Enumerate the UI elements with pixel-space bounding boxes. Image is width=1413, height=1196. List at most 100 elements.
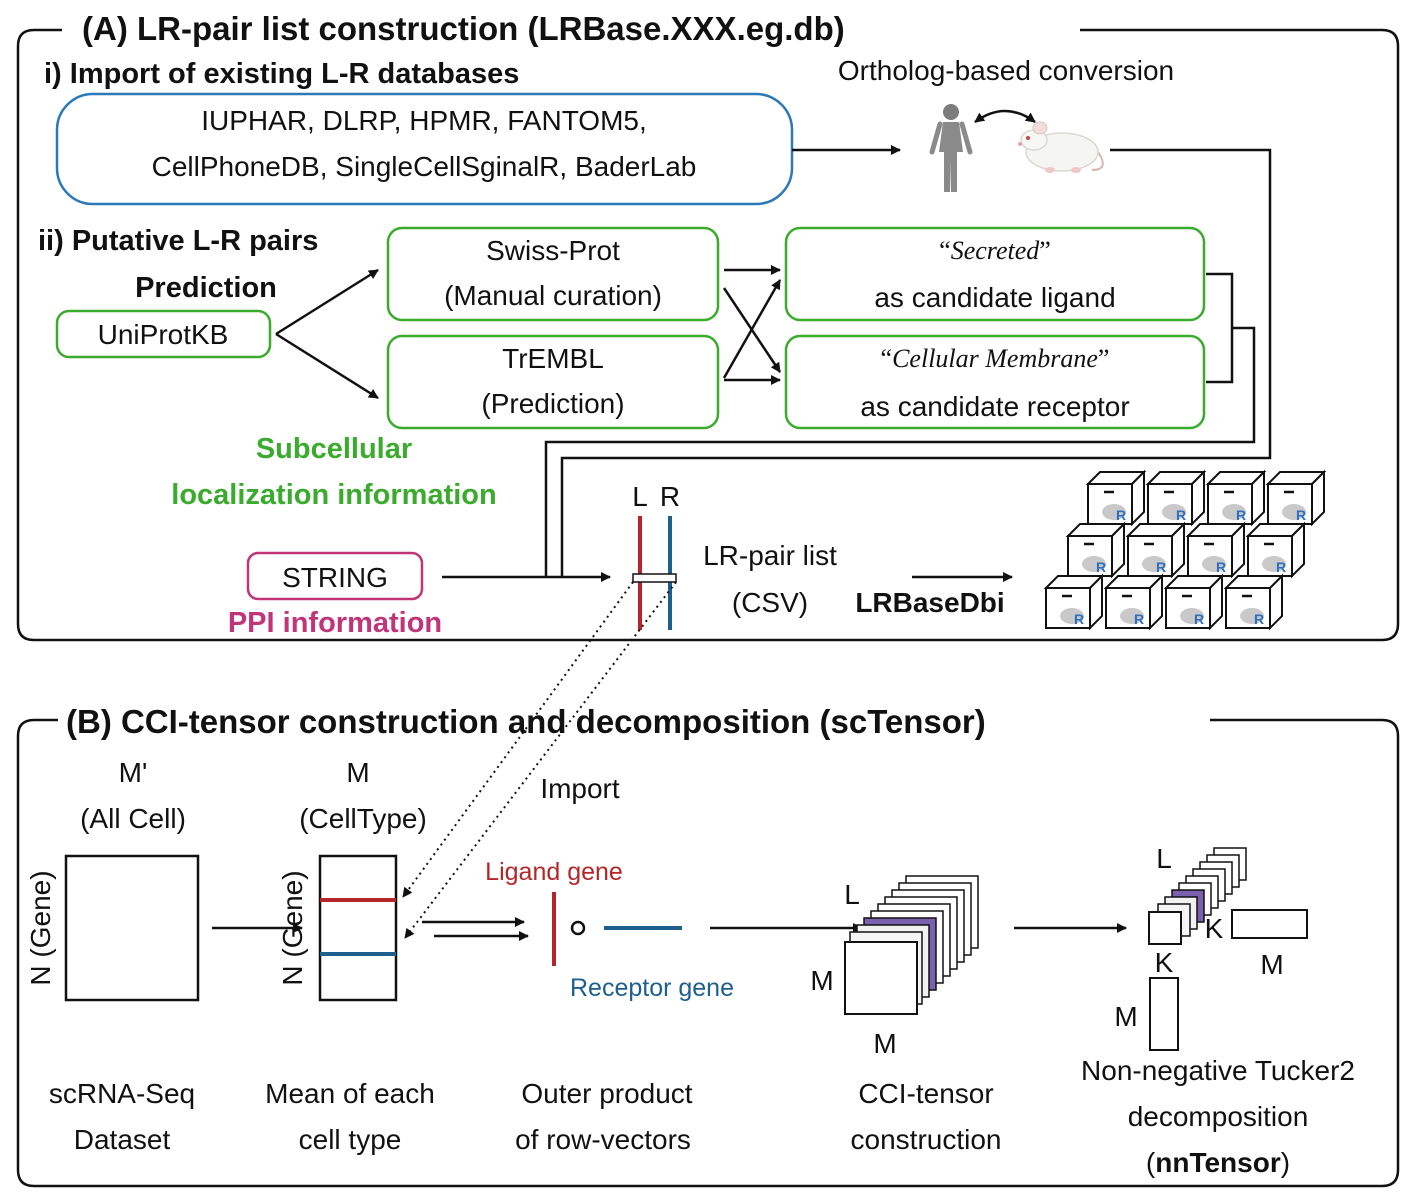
ortholog-to-list-connector xyxy=(560,148,1272,577)
secreted-line2: as candidate ligand xyxy=(874,282,1115,313)
section-b-frame xyxy=(16,718,1400,1188)
databases-line2: CellPhoneDB, SingleCellSginalR, BaderLab xyxy=(152,151,697,182)
import-dotted-line-ligand xyxy=(402,581,634,898)
m-label-celltype: M xyxy=(346,757,369,788)
secreted-box xyxy=(784,226,1206,322)
swissprot-line1: Swiss-Prot xyxy=(486,235,620,266)
tensor-m-label-bottom: M xyxy=(873,1028,896,1059)
r-package-boxes xyxy=(1044,470,1326,630)
lr-pair-row xyxy=(632,573,677,583)
r-package-box-icon xyxy=(1206,470,1266,526)
cci-tensor-stack xyxy=(844,875,979,1015)
tensor-m-label-left: M xyxy=(810,965,833,996)
uniprot-to-swissprot-arrow xyxy=(275,268,379,336)
factor-matrix-vertical xyxy=(1149,977,1179,1051)
step5-close: ) xyxy=(1281,1147,1290,1178)
r-package-box-icon xyxy=(1044,574,1104,630)
r-package-box-icon xyxy=(1186,522,1246,578)
trembl-to-secreted-arrow xyxy=(722,279,782,379)
subcellular-line2: localization information xyxy=(171,479,496,511)
lrbasedbi-label: LRBaseDbi xyxy=(855,587,1004,618)
databases-line1: IUPHAR, DLRP, HPMR, FANTOM5, xyxy=(201,105,647,136)
factor-m-label-right: M xyxy=(1260,949,1283,980)
r-package-box-icon xyxy=(1146,470,1206,526)
section-a-title: (A) LR-pair list construction (LRBase.XX… xyxy=(82,10,845,47)
r-package-box-icon xyxy=(1104,574,1164,630)
swissprot-box xyxy=(386,226,720,322)
import-heading: i) Import of existing L-R databases xyxy=(44,58,519,90)
core-k-label-bottom: K xyxy=(1155,947,1174,978)
step5-bold: nnTensor xyxy=(1155,1147,1281,1178)
secreted-term-line: “Secreted” xyxy=(939,236,1051,265)
r-package-box-icon xyxy=(1266,470,1326,526)
core-k-label-right: K xyxy=(1205,913,1224,944)
n-gene-label-1: N (Gene) xyxy=(25,870,56,985)
step5-line2: decomposition xyxy=(1128,1101,1309,1132)
all-cell-label: (All Cell) xyxy=(80,803,186,834)
factor-matrix-horizontal xyxy=(1231,909,1308,939)
r-package-box-icon xyxy=(1066,522,1126,578)
string-box xyxy=(246,551,424,601)
ligand-gene-label: Ligand gene xyxy=(485,858,623,886)
step2-line1: Mean of each xyxy=(265,1078,435,1109)
r-package-box-icon xyxy=(1246,522,1306,578)
trembl-box xyxy=(386,334,720,430)
localization-bracket xyxy=(1206,272,1234,384)
m-prime-label: M' xyxy=(119,757,148,788)
import-label: Import xyxy=(540,773,620,804)
core-tensor-stack xyxy=(1148,847,1247,945)
lr-l-label: L xyxy=(632,481,648,512)
r-package-box-icon xyxy=(1224,574,1284,630)
step4-line2: construction xyxy=(851,1124,1002,1155)
tensor-l-label: L xyxy=(844,879,860,910)
ortholog-label: Ortholog-based conversion xyxy=(838,55,1174,86)
r-package-box-icon xyxy=(1126,522,1186,578)
membrane-box xyxy=(784,334,1206,430)
r-package-box-icon xyxy=(1086,470,1146,526)
scrna-matrix xyxy=(64,854,200,1002)
step4-line1: CCI-tensor xyxy=(858,1078,993,1109)
uniprot-box xyxy=(55,309,272,359)
core-l-label: L xyxy=(1156,843,1172,874)
human-icon xyxy=(929,104,973,192)
outer-product-symbol xyxy=(570,920,586,936)
section-b-title: (B) CCI-tensor construction and decompos… xyxy=(66,703,986,740)
swissprot-line2: (Manual curation) xyxy=(444,280,662,311)
step3-line1: Outer product xyxy=(521,1078,692,1109)
membrane-line2: as candidate receptor xyxy=(860,391,1129,422)
n-gene-label-2: N (Gene) xyxy=(277,870,308,985)
section-a-frame xyxy=(16,28,1400,642)
receptor-gene-label: Receptor gene xyxy=(570,974,734,1002)
step1-line2: Dataset xyxy=(74,1124,171,1155)
step2-line2: cell type xyxy=(299,1124,402,1155)
membrane-term: Cellular Membrane xyxy=(892,344,1098,373)
subcellular-line1: Subcellular xyxy=(256,433,412,465)
putative-heading: ii) Putative L-R pairs xyxy=(38,225,318,257)
factor-m-label-left: M xyxy=(1114,1001,1137,1032)
lr-r-label: R xyxy=(660,481,680,512)
mouse-icon xyxy=(1018,121,1104,173)
lr-list-line1: LR-pair list xyxy=(703,540,837,571)
step1-line1: scRNA-Seq xyxy=(49,1078,195,1109)
lr-list-line2: (CSV) xyxy=(732,587,808,618)
import-dotted-line-receptor xyxy=(404,581,677,939)
step5-line1: Non-negative Tucker2 xyxy=(1081,1055,1355,1086)
ppi-label: PPI information xyxy=(228,607,442,639)
membrane-term-line: “Cellular Membrane” xyxy=(881,344,1110,373)
step3-line2: of row-vectors xyxy=(515,1124,691,1155)
prediction-label: Prediction xyxy=(135,272,277,304)
uniprot-label: UniProtKB xyxy=(98,319,229,350)
r-package-box-icon xyxy=(1164,574,1224,630)
uniprot-to-trembl-arrow xyxy=(275,332,379,400)
trembl-line2: (Prediction) xyxy=(481,388,624,419)
ortholog-conversion-arrow xyxy=(974,109,1036,124)
trembl-line1: TrEMBL xyxy=(502,343,604,374)
celltype-label: (CellType) xyxy=(299,803,427,834)
step5-open: ( xyxy=(1146,1147,1156,1178)
secreted-term: Secreted xyxy=(951,236,1041,265)
string-label: STRING xyxy=(282,562,388,593)
step5-line3: (nnTensor) xyxy=(1146,1147,1290,1178)
celltype-mean-matrix xyxy=(318,854,398,1002)
localization-to-list-connector xyxy=(544,326,1256,577)
